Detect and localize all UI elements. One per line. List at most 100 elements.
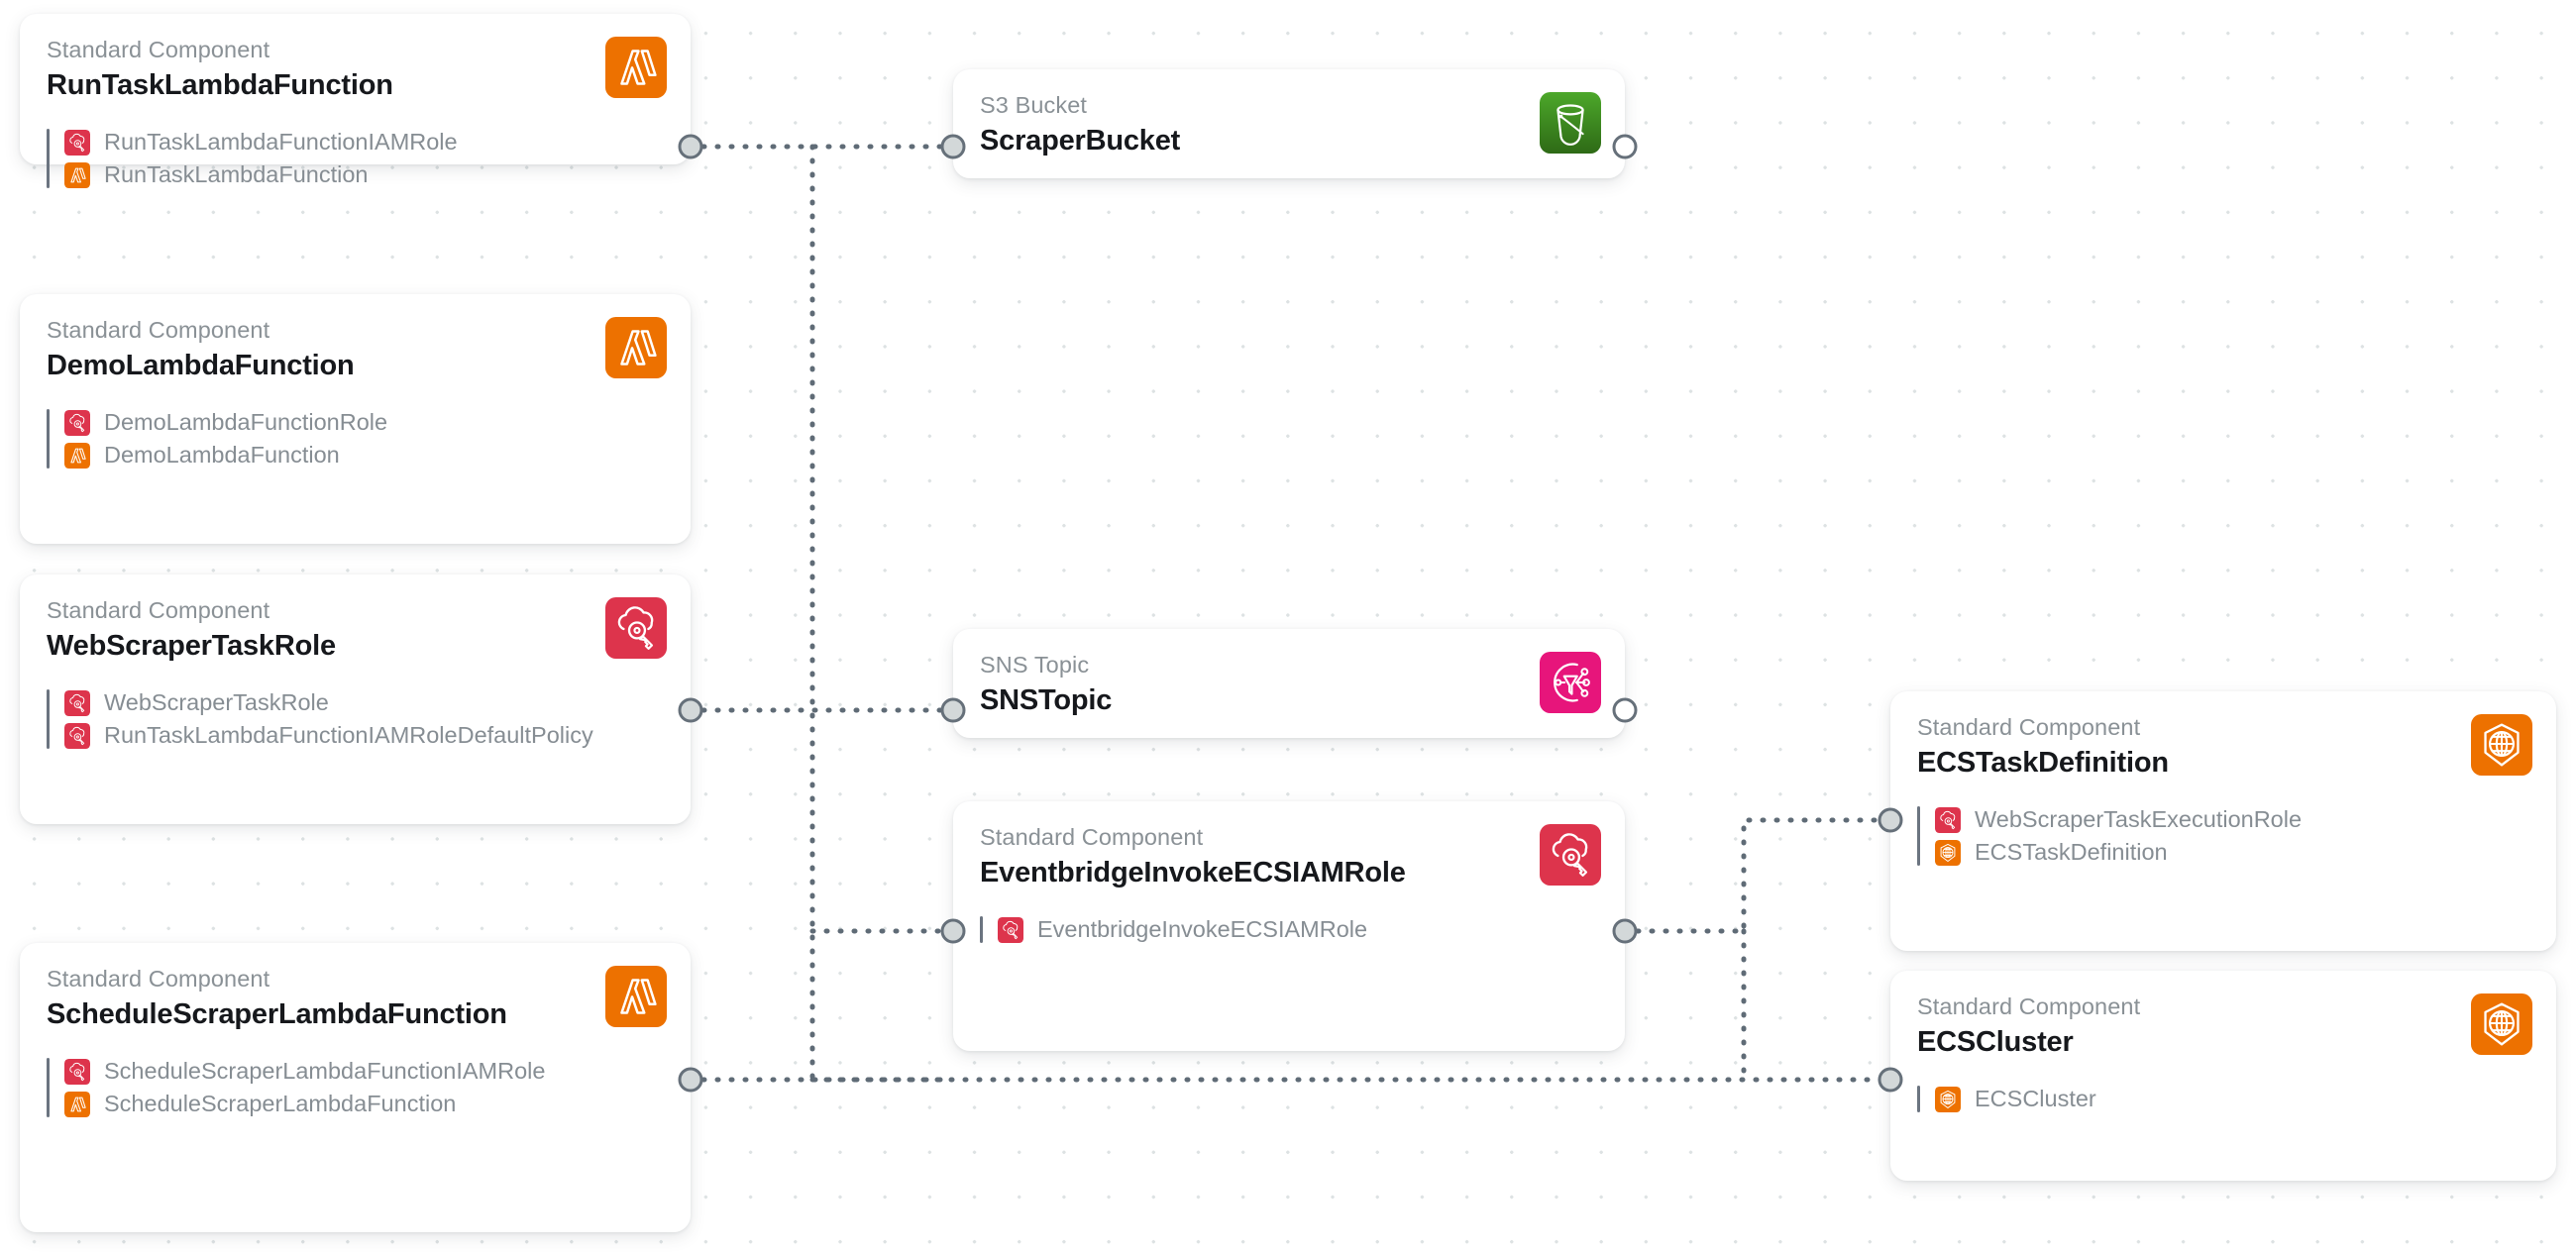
node-type-label: Standard Component [47, 597, 270, 623]
node-type-label: Standard Component [47, 966, 270, 992]
port-snstopic-out[interactable] [1612, 697, 1638, 723]
s3-bucket-icon [1540, 92, 1601, 154]
iam-icon [64, 129, 90, 156]
node-title: SNSTopic [980, 684, 1113, 717]
child-label: RunTaskLambdaFunctionIAMRole [104, 128, 458, 155]
iam-icon [64, 722, 90, 749]
port-scraperbucket-in[interactable] [940, 134, 966, 159]
node-type-label: Standard Component [47, 317, 270, 343]
lambda-icon [64, 161, 90, 188]
ecs-icon [2471, 993, 2532, 1055]
node-type-label: Standard Component [980, 824, 1204, 850]
list-item[interactable]: RunTaskLambdaFunction [64, 158, 691, 191]
iam-icon [64, 1058, 90, 1085]
lambda-icon [64, 442, 90, 469]
iam-icon [998, 916, 1023, 943]
iam-icon [1540, 824, 1601, 886]
iam-icon [1540, 824, 1601, 886]
lambda-icon [64, 442, 90, 469]
child-label: DemoLambdaFunctionRole [104, 408, 388, 435]
node-title: ECSTaskDefinition [1917, 747, 2169, 780]
port-eventbridge-in[interactable] [940, 918, 966, 944]
list-item[interactable]: DemoLambdaFunctionRole [64, 406, 691, 439]
child-label: ScheduleScraperLambdaFunctionIAMRole [104, 1057, 546, 1084]
port-scraperbucket-out[interactable] [1612, 134, 1638, 159]
iam-icon [1935, 806, 1961, 833]
port-ecstaskdef-in[interactable] [1878, 807, 1903, 833]
list-item[interactable]: WebScraperTaskRole [64, 686, 691, 719]
port-schedule-out[interactable] [678, 1067, 703, 1093]
node-title: DemoLambdaFunction [47, 350, 355, 382]
lambda-icon [605, 317, 667, 378]
list-item[interactable]: ScheduleScraperLambdaFunction [64, 1088, 691, 1120]
node-type-label: SNS Topic [980, 652, 1090, 678]
node-title: ScheduleScraperLambdaFunction [47, 998, 507, 1031]
iam-icon [64, 129, 90, 156]
lambda-icon [605, 37, 667, 98]
child-label: ScheduleScraperLambdaFunction [104, 1090, 457, 1116]
child-label: DemoLambdaFunction [104, 441, 340, 468]
node-child-list: ECSCluster [1917, 1083, 2556, 1115]
child-label: ECSCluster [1975, 1085, 2096, 1111]
list-item[interactable]: ECSCluster [1935, 1083, 2556, 1115]
list-item[interactable]: RunTaskLambdaFunctionIAMRoleDefaultPolic… [64, 719, 691, 752]
iam-icon [64, 1058, 90, 1085]
lambda-icon [64, 1091, 90, 1117]
child-label: RunTaskLambdaFunctionIAMRoleDefaultPolic… [104, 721, 593, 748]
ecs-icon [2471, 714, 2532, 776]
list-item[interactable]: DemoLambdaFunction [64, 439, 691, 471]
s3-bucket-icon [1540, 92, 1601, 154]
iam-icon [605, 597, 667, 659]
node-type-label: Standard Component [47, 37, 270, 62]
list-item[interactable]: WebScraperTaskExecutionRole [1935, 803, 2556, 836]
lambda-icon [605, 37, 667, 98]
port-webscraperrole-out[interactable] [678, 697, 703, 723]
ecs-icon [1935, 839, 1961, 866]
port-runtask-out[interactable] [678, 134, 703, 159]
lambda-icon [605, 966, 667, 1027]
list-item[interactable]: RunTaskLambdaFunctionIAMRole [64, 126, 691, 158]
ecs-icon [1935, 1086, 1961, 1112]
node-title: ECSCluster [1917, 1026, 2074, 1059]
sns-topic-icon [1540, 652, 1601, 713]
list-item[interactable]: ECSTaskDefinition [1935, 836, 2556, 869]
list-item[interactable]: ScheduleScraperLambdaFunctionIAMRole [64, 1055, 691, 1088]
port-ecscluster-in[interactable] [1878, 1067, 1903, 1093]
list-item[interactable]: EventbridgeInvokeECSIAMRole [998, 913, 1625, 946]
node-child-list: EventbridgeInvokeECSIAMRole [980, 913, 1625, 946]
child-label: WebScraperTaskRole [104, 688, 329, 715]
child-label: ECSTaskDefinition [1975, 838, 2168, 865]
iam-icon [64, 409, 90, 436]
node-type-label: S3 Bucket [980, 92, 1088, 118]
lambda-icon [64, 1091, 90, 1117]
ecs-icon [1935, 839, 1961, 866]
lambda-icon [605, 966, 667, 1027]
node-title: RunTaskLambdaFunction [47, 69, 393, 102]
iam-icon [998, 916, 1023, 943]
iam-icon [1935, 806, 1961, 833]
iam-icon [64, 409, 90, 436]
port-eventbridge-out[interactable] [1612, 918, 1638, 944]
port-snstopic-in[interactable] [940, 697, 966, 723]
